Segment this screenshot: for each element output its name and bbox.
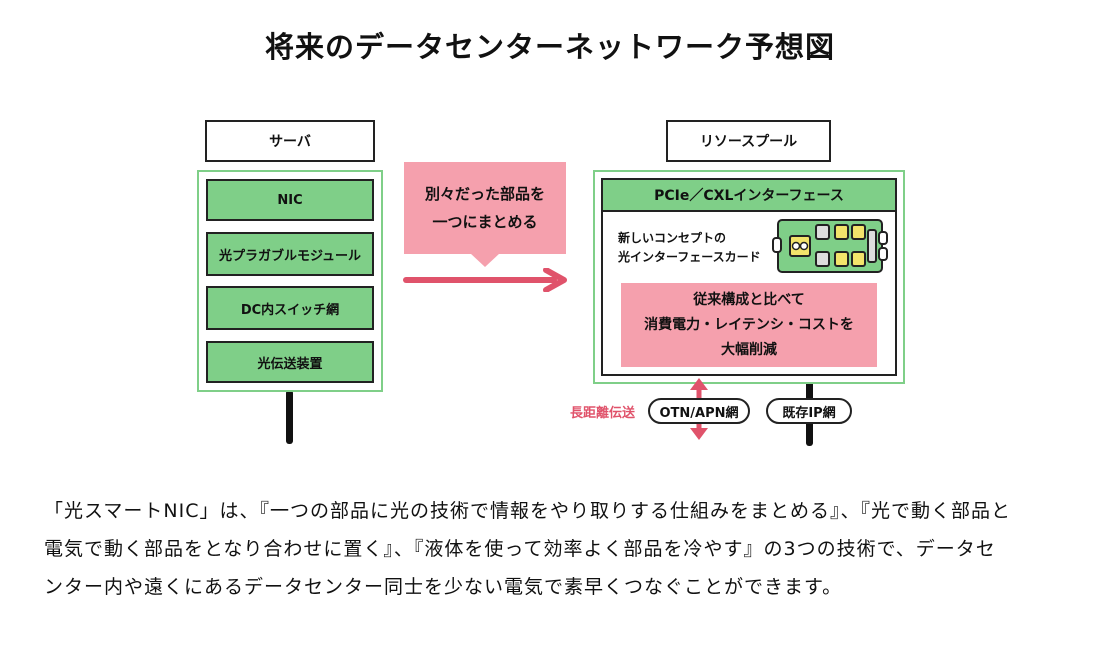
consolidate-bubble: 別々だった部品を 一つにまとめる: [404, 162, 566, 254]
bubble-line-1: 別々だった部品を: [424, 185, 545, 203]
resource-pool-label: リソースプール: [666, 120, 831, 162]
existing-ip-network: 既存IP網: [766, 398, 852, 424]
long-distance-label: 長距離伝送: [570, 406, 636, 421]
bubble-tail: [470, 253, 500, 267]
diagram-title: 将来のデータセンターネットワーク予想図: [264, 30, 835, 64]
description-line-3: ンター内や遠くにあるデータセンター同士を少ない電気で素早くつなぐことができます。: [44, 576, 843, 598]
server-pole: [286, 390, 293, 444]
card-caption: 新しいコンセプトの 光インターフェースカード: [618, 229, 778, 267]
card-caption-line-2: 光インターフェースカード: [618, 250, 761, 264]
interface-header: PCIe／CXLインターフェース: [601, 178, 897, 212]
benefit-line-2: 消費電力・レイテンシ・コストを: [644, 316, 854, 333]
benefit-box: 従来構成と比べて 消費電力・レイテンシ・コストを 大幅削減: [621, 283, 877, 367]
server-label: サーバ: [205, 120, 375, 162]
nic-component: NIC: [206, 179, 374, 221]
benefit-line-1: 従来構成と比べて: [693, 291, 805, 308]
description-text: 「光スマートNIC」は、『一つの部品に光の技術で情報をやり取りする仕組みをまとめ…: [44, 492, 1064, 606]
optical-module-component: 光プラガブルモジュール: [206, 232, 374, 276]
optical-card-icon: [772, 219, 888, 273]
optical-transport-component: 光伝送装置: [206, 341, 374, 383]
dc-switch-component: DC内スイッチ網: [206, 286, 374, 330]
bubble-line-2: 一つにまとめる: [432, 213, 538, 231]
right-arrow-icon: [403, 268, 567, 292]
description-line-2: 電気で動く部品をとなり合わせに置く』、『液体を使って効率よく部品を冷やす』の3つ…: [44, 538, 996, 560]
card-caption-line-1: 新しいコンセプトの: [618, 231, 727, 245]
otn-apn-network: OTN/APN網: [648, 398, 750, 424]
description-line-1: 「光スマートNIC」は、『一つの部品に光の技術で情報をやり取りする仕組みをまとめ…: [44, 500, 1012, 522]
benefit-line-3: 大幅削減: [720, 341, 777, 358]
